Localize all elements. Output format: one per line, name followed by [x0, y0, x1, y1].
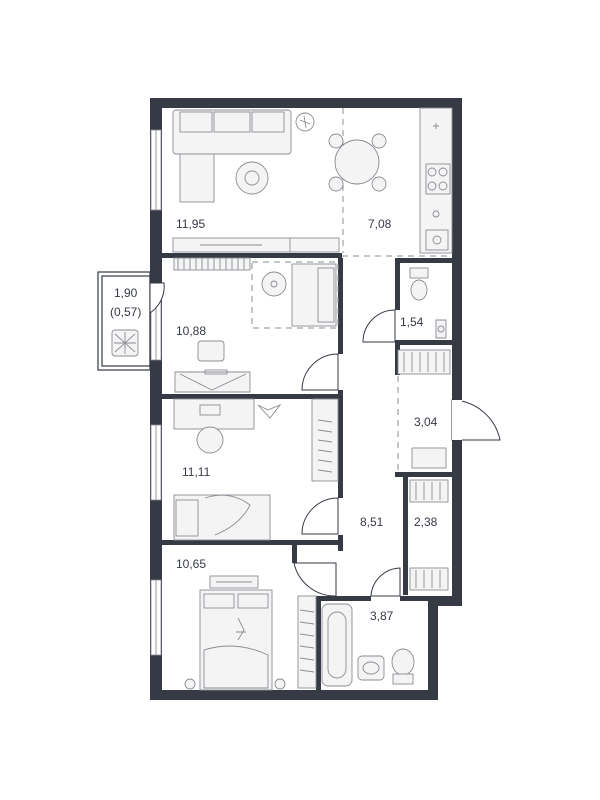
door-bathroom [370, 567, 401, 597]
area-balcony-reduced: (0,57) [110, 305, 141, 319]
area-wardrobe-2: 2,38 [414, 515, 438, 529]
area-labels: 11,95 7,08 1,90 (0,57) 10,88 1,54 3,04 1… [110, 217, 438, 623]
interior-walls [162, 253, 452, 690]
balcony [97, 271, 165, 371]
sofa [172, 109, 292, 203]
area-wc: 1,54 [400, 315, 424, 329]
area-wardrobe-1: 3,04 [414, 415, 438, 429]
kitchen-furniture [328, 107, 453, 254]
area-bedroom-3: 10,65 [176, 557, 206, 571]
door-bedroom-3 [293, 562, 337, 597]
zone-separators [342, 108, 452, 257]
area-kitchen: 7,08 [368, 217, 392, 231]
wardrobe-2 [409, 479, 449, 591]
balcony-chair [111, 329, 139, 357]
bathroom-fixtures [321, 567, 415, 687]
windows [150, 129, 162, 656]
door-bedroom-2 [301, 497, 339, 535]
wardrobe-1 [397, 349, 501, 470]
area-living: 11,95 [176, 217, 205, 231]
outer-walls [150, 98, 462, 700]
entrance-gap [452, 400, 462, 440]
bedroom-2-furniture [173, 398, 339, 541]
area-bathroom: 3,87 [370, 609, 394, 623]
wc-fixtures [409, 267, 447, 339]
bedroom-1-furniture [173, 257, 339, 393]
bedroom-3-furniture [184, 562, 337, 691]
area-balcony: 1,90 [114, 286, 138, 300]
area-bedroom-1: 10,88 [176, 324, 206, 338]
door-wc [362, 309, 396, 343]
door-bedroom-1 [301, 353, 339, 391]
area-bedroom-2: 11,11 [182, 465, 211, 479]
area-hallway: 8,51 [360, 515, 384, 529]
living-room-furniture [172, 109, 340, 253]
